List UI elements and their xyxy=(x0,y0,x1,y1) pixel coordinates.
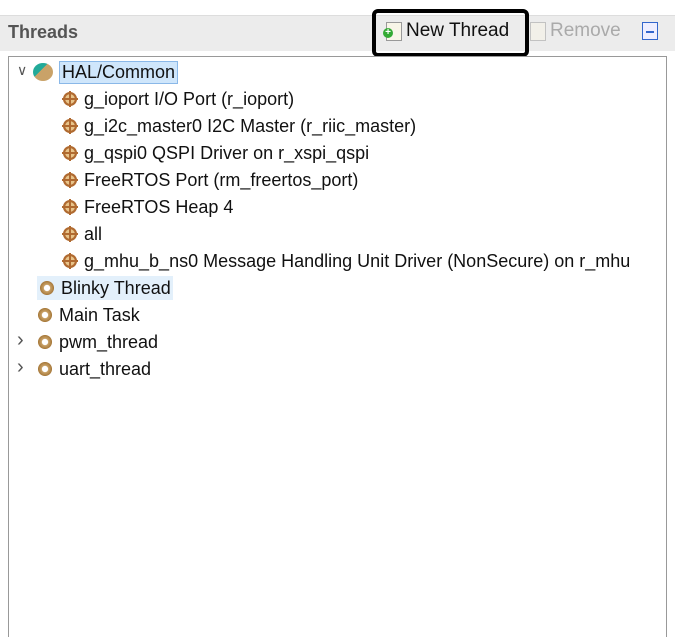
tree-item-label: pwm_thread xyxy=(59,331,159,352)
tree-item-label: FreeRTOS Port (rm_freertos_port) xyxy=(84,169,359,190)
panel-title: Threads xyxy=(8,22,79,42)
remove-button[interactable]: Remove xyxy=(530,20,621,42)
expand-arrow[interactable]: › xyxy=(17,356,24,378)
module-icon xyxy=(62,118,78,134)
threads-header: Threads xyxy=(0,15,675,51)
tree-item-label: HAL/Common xyxy=(59,60,179,84)
module-icon xyxy=(62,226,78,242)
tree-item[interactable]: g_i2c_master0 I2C Master (r_riic_master) xyxy=(62,114,416,138)
tree-item-label: Blinky Thread xyxy=(61,277,171,298)
tree-item-label: uart_thread xyxy=(59,358,152,379)
remove-document-icon xyxy=(530,21,546,41)
expand-arrow[interactable]: › xyxy=(17,329,24,351)
gear-icon xyxy=(37,307,53,323)
tree-item-label: g_i2c_master0 I2C Master (r_riic_master) xyxy=(84,115,417,136)
highlight-box xyxy=(372,9,529,57)
tree-item-label: FreeRTOS Heap 4 xyxy=(84,196,234,217)
gear-icon xyxy=(37,334,53,350)
tree-item-label: g_ioport I/O Port (r_ioport) xyxy=(84,88,295,109)
tree-item[interactable]: FreeRTOS Port (rm_freertos_port) xyxy=(62,168,358,192)
module-icon xyxy=(62,253,78,269)
threads-tree[interactable]: ∨ HAL/Common g_ioport I/O Port (r_ioport)g… xyxy=(8,56,667,637)
tree-item[interactable]: uart_thread xyxy=(37,357,151,381)
tree-item[interactable]: Blinky Thread xyxy=(37,276,173,300)
tree-item[interactable]: g_qspi0 QSPI Driver on r_xspi_qspi xyxy=(62,141,369,165)
tree-item[interactable]: g_mhu_b_ns0 Message Handling Unit Driver… xyxy=(62,249,630,273)
tree-item[interactable]: pwm_thread xyxy=(37,330,158,354)
tree-item[interactable]: FreeRTOS Heap 4 xyxy=(62,195,233,219)
module-icon xyxy=(62,145,78,161)
module-icon xyxy=(62,199,78,215)
new-thread-button[interactable]: + New Thread xyxy=(383,20,510,42)
gear-icon xyxy=(37,361,53,377)
tree-item[interactable]: g_ioport I/O Port (r_ioport) xyxy=(62,87,294,111)
module-icon xyxy=(62,91,78,107)
tree-item[interactable]: Main Task xyxy=(37,303,140,327)
tree-item[interactable]: all xyxy=(62,222,102,246)
new-thread-label: New Thread xyxy=(406,20,510,41)
tree-item-label: all xyxy=(84,223,103,244)
new-document-icon: + xyxy=(383,21,402,41)
tree-item-label: Main Task xyxy=(59,304,140,325)
tree-item[interactable]: HAL/Common xyxy=(33,60,179,84)
hal-icon xyxy=(33,63,53,81)
module-icon xyxy=(62,172,78,188)
minimize-icon[interactable] xyxy=(642,22,658,40)
gear-icon xyxy=(39,280,55,296)
collapse-arrow[interactable]: ∨ xyxy=(17,62,28,78)
tree-item-label: g_qspi0 QSPI Driver on r_xspi_qspi xyxy=(84,142,370,163)
tree-item-label: g_mhu_b_ns0 Message Handling Unit Driver… xyxy=(84,250,631,271)
remove-label: Remove xyxy=(550,20,621,41)
